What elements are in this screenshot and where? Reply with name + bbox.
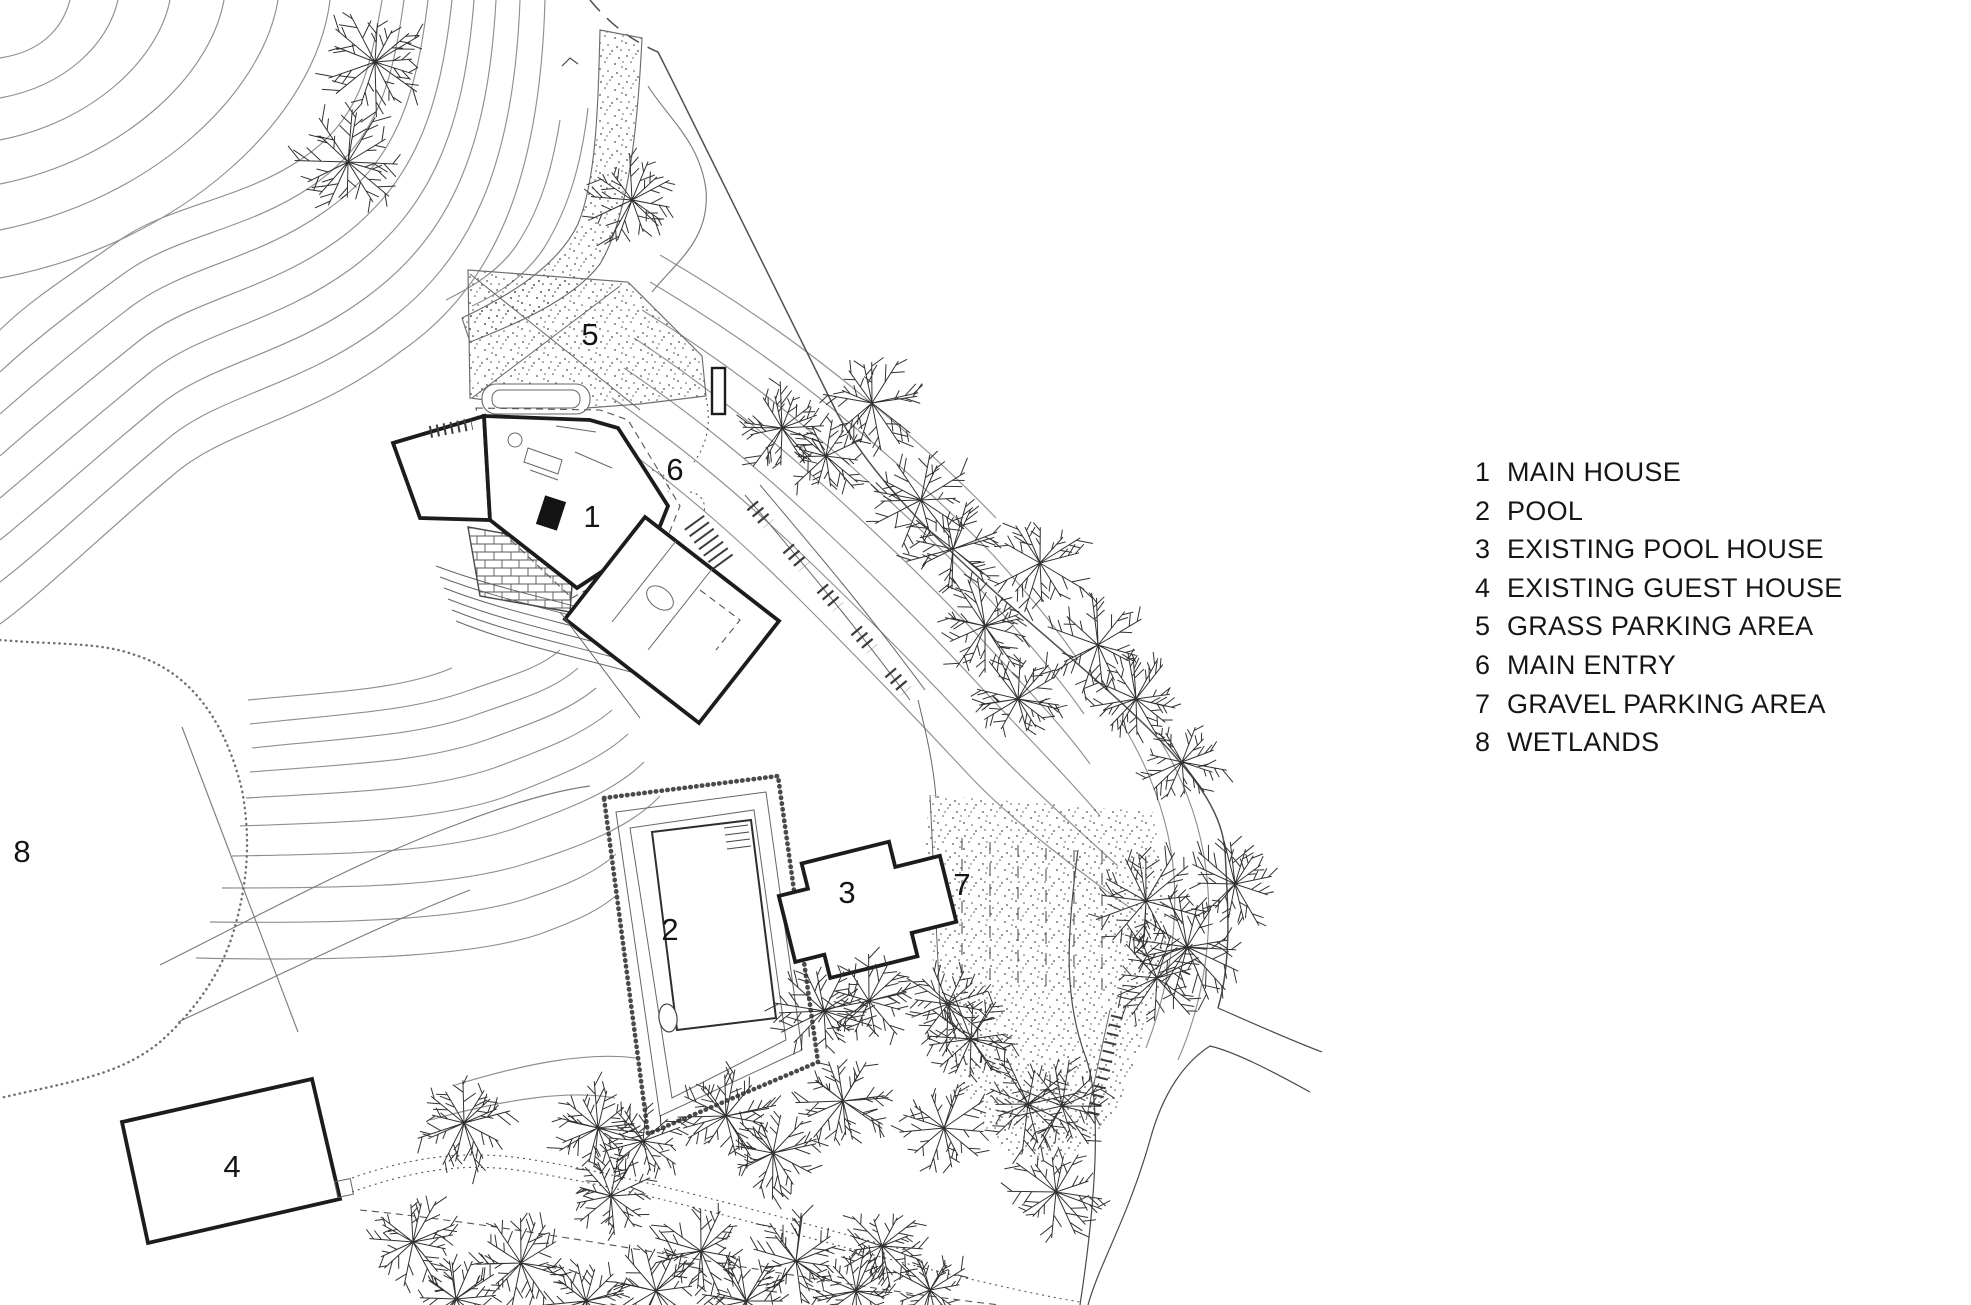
tree [1116,924,1207,1027]
tree [599,1102,689,1183]
legend-label: EXISTING POOL HOUSE [1507,534,1824,565]
legend-item-main-entry: 6 MAIN ENTRY [1475,646,1843,685]
legend-number: 5 [1475,611,1491,642]
tree [841,1213,929,1294]
tree [819,357,924,457]
tree [1000,1146,1111,1243]
map-labels: 1 2 3 4 5 6 7 8 [13,317,970,1184]
tree [736,377,830,473]
tree [887,1255,969,1305]
label-main-house: 1 [583,499,600,534]
tree [789,415,872,496]
tree [1047,586,1142,701]
fireplace [535,495,567,531]
legend-item-pool: 2 POOL [1475,492,1843,531]
tree [696,1251,790,1305]
tree [1189,835,1278,927]
main-house-plan [390,407,782,726]
label-pool-house: 3 [838,875,855,910]
shed-outline [710,366,727,416]
legend-label: MAIN ENTRY [1507,649,1677,680]
tree [749,1204,846,1305]
legend-label: EXISTING GUEST HOUSE [1507,572,1843,603]
pool-outline [650,818,778,1032]
tree [970,651,1068,738]
tree [542,1258,634,1305]
legend-number: 1 [1475,457,1491,487]
legend-item-gravel-parking: 7 GRAVEL PARKING AREA [1475,685,1843,724]
legend: 1 MAIN HOUSE 2 POOL 3 EXISTING POOL HOUS… [1475,453,1843,762]
tree [897,960,992,1058]
tree [890,1081,990,1174]
legend-label: POOL [1507,495,1584,526]
tree [1083,648,1182,744]
tree [811,1236,896,1305]
tree [546,1071,649,1174]
tree [673,1061,782,1169]
tree [574,1153,658,1241]
label-guest-house: 4 [223,1149,240,1184]
legend-item-guest-house: 4 EXISTING GUEST HOUSE [1475,569,1843,608]
tree [866,450,977,555]
tree-canopy-layer [287,11,1278,1305]
tree [417,1075,520,1185]
label-grass-parking: 5 [581,317,598,352]
legend-label: MAIN HOUSE [1507,457,1682,487]
tree [817,946,912,1046]
tree [582,147,676,247]
label-wetlands: 8 [13,834,30,869]
tree [729,1110,829,1210]
legend-label: WETLANDS [1507,727,1660,758]
tree [417,1253,503,1305]
tree [315,11,424,123]
legend-item-wetlands: 8 WETLANDS [1475,723,1843,762]
tree [1135,725,1234,801]
legend-item-main-house: 1 MAIN HOUSE [1475,453,1843,492]
tree [984,1048,1086,1165]
pool-area [601,773,821,1138]
label-main-entry: 6 [666,452,683,487]
legend-label: GRASS PARKING AREA [1507,611,1814,642]
legend-number: 8 [1475,727,1491,758]
gravel-parking-area [925,794,1168,1164]
tree [791,1059,894,1147]
label-gravel-parking: 7 [953,867,970,902]
tree [921,991,1020,1083]
guest-house-plan [119,1076,355,1246]
wetlands-boundary [0,638,249,1100]
spa-outline [658,1003,678,1033]
legend-label: GRAVEL PARKING AREA [1507,688,1826,719]
legend-number: 7 [1475,688,1491,719]
legend-number: 2 [1475,495,1491,526]
tree [764,964,880,1055]
legend-item-grass-parking: 5 GRASS PARKING AREA [1475,607,1843,646]
property-boundary-line [589,0,1229,1009]
tree [896,498,1002,594]
tree [987,521,1093,622]
tree [366,1195,459,1294]
pool-house-plan [776,839,959,981]
label-pool: 2 [661,912,678,947]
legend-item-pool-house: 3 EXISTING POOL HOUSE [1475,530,1843,569]
entry-stair-path [693,397,937,799]
grass-parking-area [461,29,727,416]
legend-number: 3 [1475,534,1491,565]
tree [468,1212,572,1305]
legend-number: 6 [1475,649,1491,680]
tree [936,570,1031,678]
tree [1126,884,1242,1011]
tree [287,101,401,213]
legend-number: 4 [1475,572,1491,603]
